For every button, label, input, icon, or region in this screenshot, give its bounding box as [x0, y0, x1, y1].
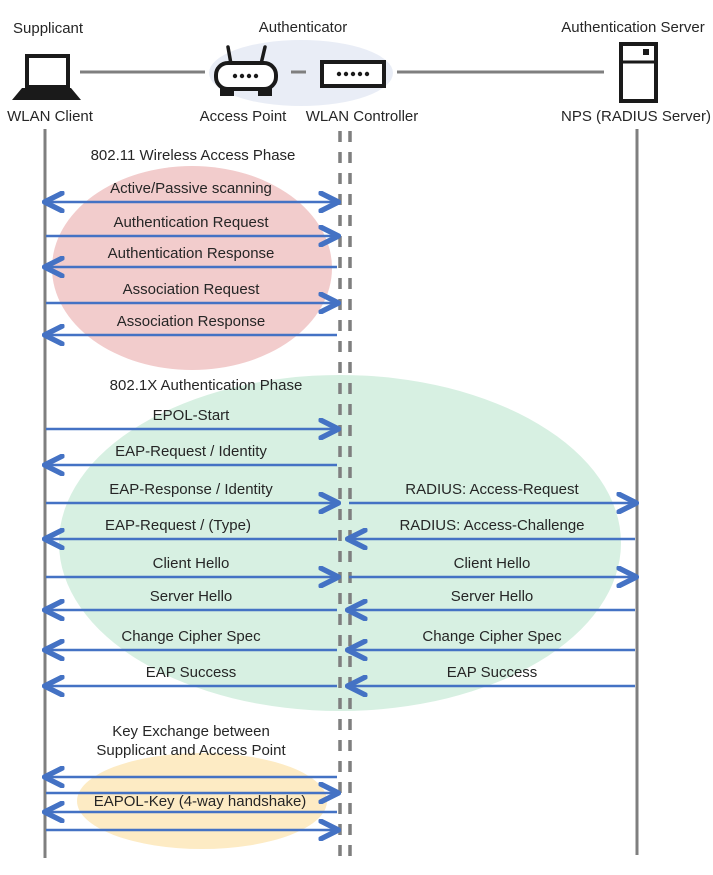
message-label: EAP-Response / Identity	[109, 481, 273, 498]
phase-ellipses	[52, 166, 621, 849]
access-point-icon	[214, 45, 278, 96]
access-point-label: Access Point	[200, 108, 288, 125]
message-label: Active/Passive scanning	[110, 180, 272, 197]
message-label: Client Hello	[153, 555, 230, 572]
wlan-controller-label: WLAN Controller	[306, 108, 419, 125]
message-label: RADIUS: Access-Challenge	[399, 517, 584, 534]
message-label: EAP Success	[146, 664, 237, 681]
wlan-client-label: WLAN Client	[7, 108, 94, 125]
phase-title: Key Exchange between	[112, 723, 270, 740]
message-label: Server Hello	[451, 588, 534, 605]
laptop-icon	[12, 54, 81, 100]
message-label: Server Hello	[150, 588, 233, 605]
authenticator-role-label: Authenticator	[259, 19, 347, 36]
auth-server-role-label: Authentication Server	[561, 19, 704, 36]
diagram-header: Supplicant Authenticator Authentication …	[7, 19, 711, 125]
message-label: Authentication Response	[108, 245, 275, 262]
server-icon	[619, 42, 658, 103]
wlan-controller-icon	[320, 60, 386, 88]
phase-title: Supplicant and Access Point	[96, 742, 286, 759]
message-label: Association Request	[123, 281, 261, 298]
message-label: EAPOL-Key (4-way handshake)	[94, 793, 307, 810]
message-label: Change Cipher Spec	[121, 628, 261, 645]
message-label: RADIUS: Access-Request	[405, 481, 579, 498]
message-label: EAP-Request / (Type)	[105, 517, 251, 534]
message-label: Change Cipher Spec	[422, 628, 562, 645]
message-label: Client Hello	[454, 555, 531, 572]
phase-title: 802.1X Authentication Phase	[110, 377, 303, 394]
phase-title: 802.11 Wireless Access Phase	[91, 147, 296, 164]
message-label: Association Response	[117, 313, 265, 330]
message-label: EAP-Request / Identity	[115, 443, 267, 460]
message-label: EAP Success	[447, 664, 538, 681]
message-label: Authentication Request	[113, 214, 269, 231]
phase-ellipse	[59, 375, 621, 711]
phase-titles: 802.11 Wireless Access Phase 802.1X Authe…	[91, 147, 303, 759]
nps-server-label: NPS (RADIUS Server)	[561, 108, 711, 125]
supplicant-role-label: Supplicant	[13, 20, 84, 37]
message-label: EPOL-Start	[153, 407, 231, 424]
